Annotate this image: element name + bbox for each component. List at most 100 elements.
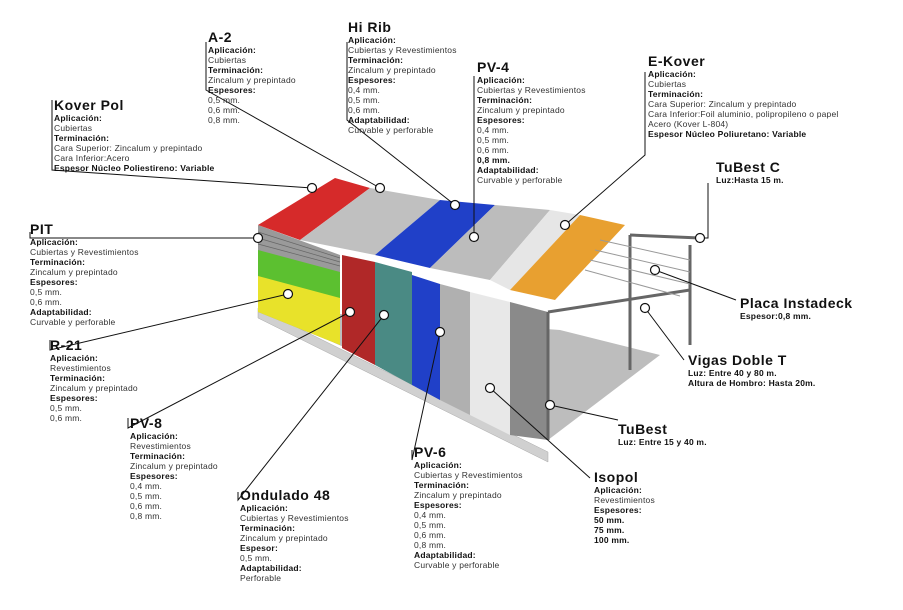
- label-line: 50 mm.: [594, 515, 625, 525]
- label-line: 0,6 mm.: [348, 105, 381, 115]
- label-line: Cara Superior: Zincalum y prepintado: [54, 143, 203, 153]
- label-heading: Espesores:: [348, 75, 396, 85]
- label-line: Acero (Kover L-804): [648, 119, 729, 129]
- label-heading: Aplicación:: [54, 113, 103, 123]
- label-heading: Adaptabilidad:: [348, 115, 410, 125]
- label-heading: Terminación:: [477, 95, 533, 105]
- label-title: R-21: [50, 337, 83, 353]
- label-heading: Terminación:: [348, 55, 404, 65]
- instadeck-lines: [584, 239, 691, 297]
- label-line: 0,8 mm.: [477, 155, 511, 165]
- label-heading: Aplicación:: [477, 75, 526, 85]
- label-line: 0,6 mm.: [414, 530, 447, 540]
- label-line: Curvable y perforable: [477, 175, 563, 185]
- label-line: 0,5 mm.: [130, 491, 163, 501]
- roof-blue: [375, 200, 495, 268]
- label-heading: Luz:Hasta 15 m.: [716, 175, 784, 185]
- label-line: 0,5 mm.: [477, 135, 510, 145]
- label-line: Zincalum y prepintado: [30, 267, 118, 277]
- roof-grey: [300, 188, 440, 255]
- label-line: Cubiertas: [54, 123, 93, 133]
- label-heading: Altura de Hombro: Hasta 20m.: [688, 378, 816, 388]
- leader-lines: [29, 42, 737, 502]
- label-heading: Espesor Núcleo Poliuretano: Variable: [648, 129, 807, 139]
- label-heading: Aplicación:: [30, 237, 79, 247]
- label-line: Revestimientos: [130, 441, 191, 451]
- label-title: Isopol: [594, 469, 639, 485]
- label-heading: Terminación:: [648, 89, 704, 99]
- label-heading: Terminación:: [130, 451, 186, 461]
- label-title: TuBest: [618, 421, 668, 437]
- green-panel: [258, 250, 340, 300]
- wall-blue: [412, 275, 440, 400]
- label-line: Zincalum y prepintado: [348, 65, 436, 75]
- label-heading: Espesores:: [594, 505, 642, 515]
- label-line: Cara Inferior:Foil aluminio, polipropile…: [648, 109, 839, 119]
- label-heading: Aplicación:: [130, 431, 179, 441]
- label-heading: Espesores:: [477, 115, 525, 125]
- label-title: Kover Pol: [54, 97, 124, 113]
- label-line: 0,6 mm.: [208, 105, 241, 115]
- steel-frame: [546, 233, 701, 440]
- label-line: Zincalum y prepintado: [414, 490, 502, 500]
- label-title: Hi Rib: [348, 19, 392, 35]
- label-heading: Aplicación:: [50, 353, 99, 363]
- label-title: Vigas Doble T: [688, 352, 787, 368]
- label-line: Revestimientos: [594, 495, 655, 505]
- label-heading: Espesor Núcleo Poliestireno: Variable: [54, 163, 215, 173]
- wall-grey: [440, 284, 470, 415]
- label-heading: Aplicación:: [648, 69, 697, 79]
- label-line: Cubiertas y Revestimientos: [30, 247, 139, 257]
- label-heading: Espesores:: [130, 471, 178, 481]
- label-line: Curvable y perforable: [348, 125, 434, 135]
- label-line: Cubiertas y Revestimientos: [240, 513, 349, 523]
- label-title: Placa Instadeck: [740, 295, 853, 311]
- roof-white: [490, 210, 580, 290]
- label-line: Cubiertas y Revestimientos: [477, 85, 586, 95]
- label-heading: Aplicación:: [208, 45, 257, 55]
- label-line: 0,4 mm.: [477, 125, 510, 135]
- label-line: 0,6 mm.: [50, 413, 83, 423]
- label-line: Cubiertas: [648, 79, 687, 89]
- label-line: 0,5 mm.: [414, 520, 447, 530]
- roof-red: [258, 178, 370, 240]
- label-heading: Aplicación:: [414, 460, 463, 470]
- label-line: Cara Superior: Zincalum y prepintado: [648, 99, 797, 109]
- label-title: PV-8: [130, 415, 163, 431]
- label-heading: Terminación:: [50, 373, 106, 383]
- label-heading: Terminación:: [240, 523, 296, 533]
- label-title: Ondulado 48: [240, 487, 331, 503]
- label-line: Cara Inferior:Acero: [54, 153, 130, 163]
- label-line: Curvable y perforable: [30, 317, 116, 327]
- label-line: 0,5 mm.: [208, 95, 241, 105]
- label-heading: Aplicación:: [240, 503, 289, 513]
- label-title: PV-4: [477, 59, 510, 75]
- roof-orange: [510, 215, 625, 300]
- label-line: Zincalum y prepintado: [240, 533, 328, 543]
- label-line: 0,6 mm.: [477, 145, 510, 155]
- label-line: Zincalum y prepintado: [208, 75, 296, 85]
- label-line: Revestimientos: [50, 363, 111, 373]
- label-heading: Espesor:: [240, 543, 278, 553]
- label-line: Cubiertas y Revestimientos: [414, 470, 523, 480]
- label-heading: Adaptabilidad:: [477, 165, 539, 175]
- label-title: TuBest C: [716, 159, 781, 175]
- roof-grey-2: [430, 205, 550, 280]
- label-line: 0,8 mm.: [208, 115, 241, 125]
- label-line: Cubiertas: [208, 55, 247, 65]
- label-heading: Adaptabilidad:: [240, 563, 302, 573]
- wall-teal: [375, 262, 412, 385]
